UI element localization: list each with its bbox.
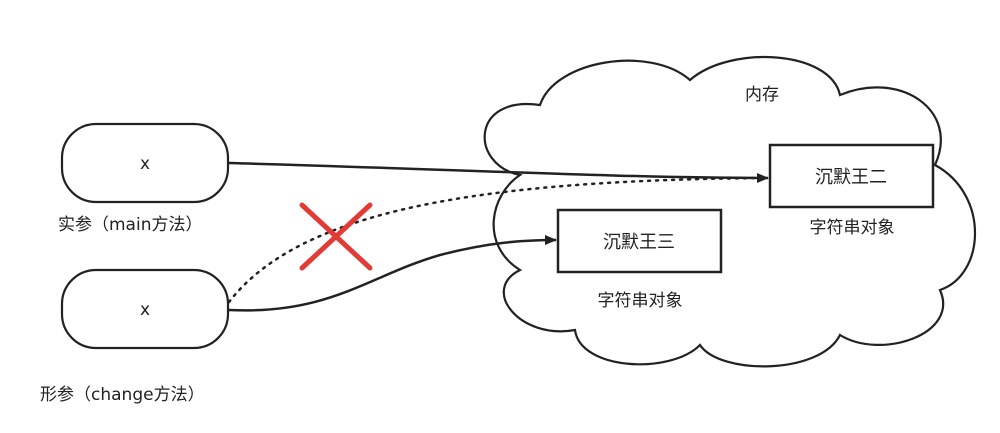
object-er-text: 沉默王二 — [815, 167, 887, 188]
memory-label: 内存 — [745, 85, 779, 105]
memory-cloud-outline — [483, 56, 977, 368]
variable-formal: x 形参（change方法） — [40, 268, 230, 405]
object-san-text: 沉默王三 — [603, 232, 675, 253]
variable-formal-box — [60, 268, 230, 350]
variable-formal-name: x — [140, 300, 150, 320]
object-er: 沉默王二 字符串对象 — [768, 143, 935, 238]
variable-actual-name: x — [140, 154, 150, 174]
arrow-actual-to-er — [228, 161, 769, 183]
variable-actual: x 实参（main方法） — [58, 122, 230, 235]
object-san-box — [556, 208, 723, 274]
variable-formal-caption: 形参（change方法） — [40, 385, 205, 405]
variable-actual-caption: 实参（main方法） — [58, 215, 202, 235]
object-er-box — [768, 143, 935, 209]
variable-actual-box — [60, 122, 230, 204]
memory-cloud: 内存 — [483, 56, 977, 368]
object-er-caption: 字符串对象 — [810, 218, 895, 238]
object-san: 沉默王三 字符串对象 — [556, 208, 723, 311]
object-san-caption: 字符串对象 — [598, 291, 683, 311]
arrow-formal-to-san — [228, 235, 557, 312]
arrow-formal-to-er-dotted — [227, 176, 770, 304]
cross-mark-icon — [299, 202, 373, 271]
